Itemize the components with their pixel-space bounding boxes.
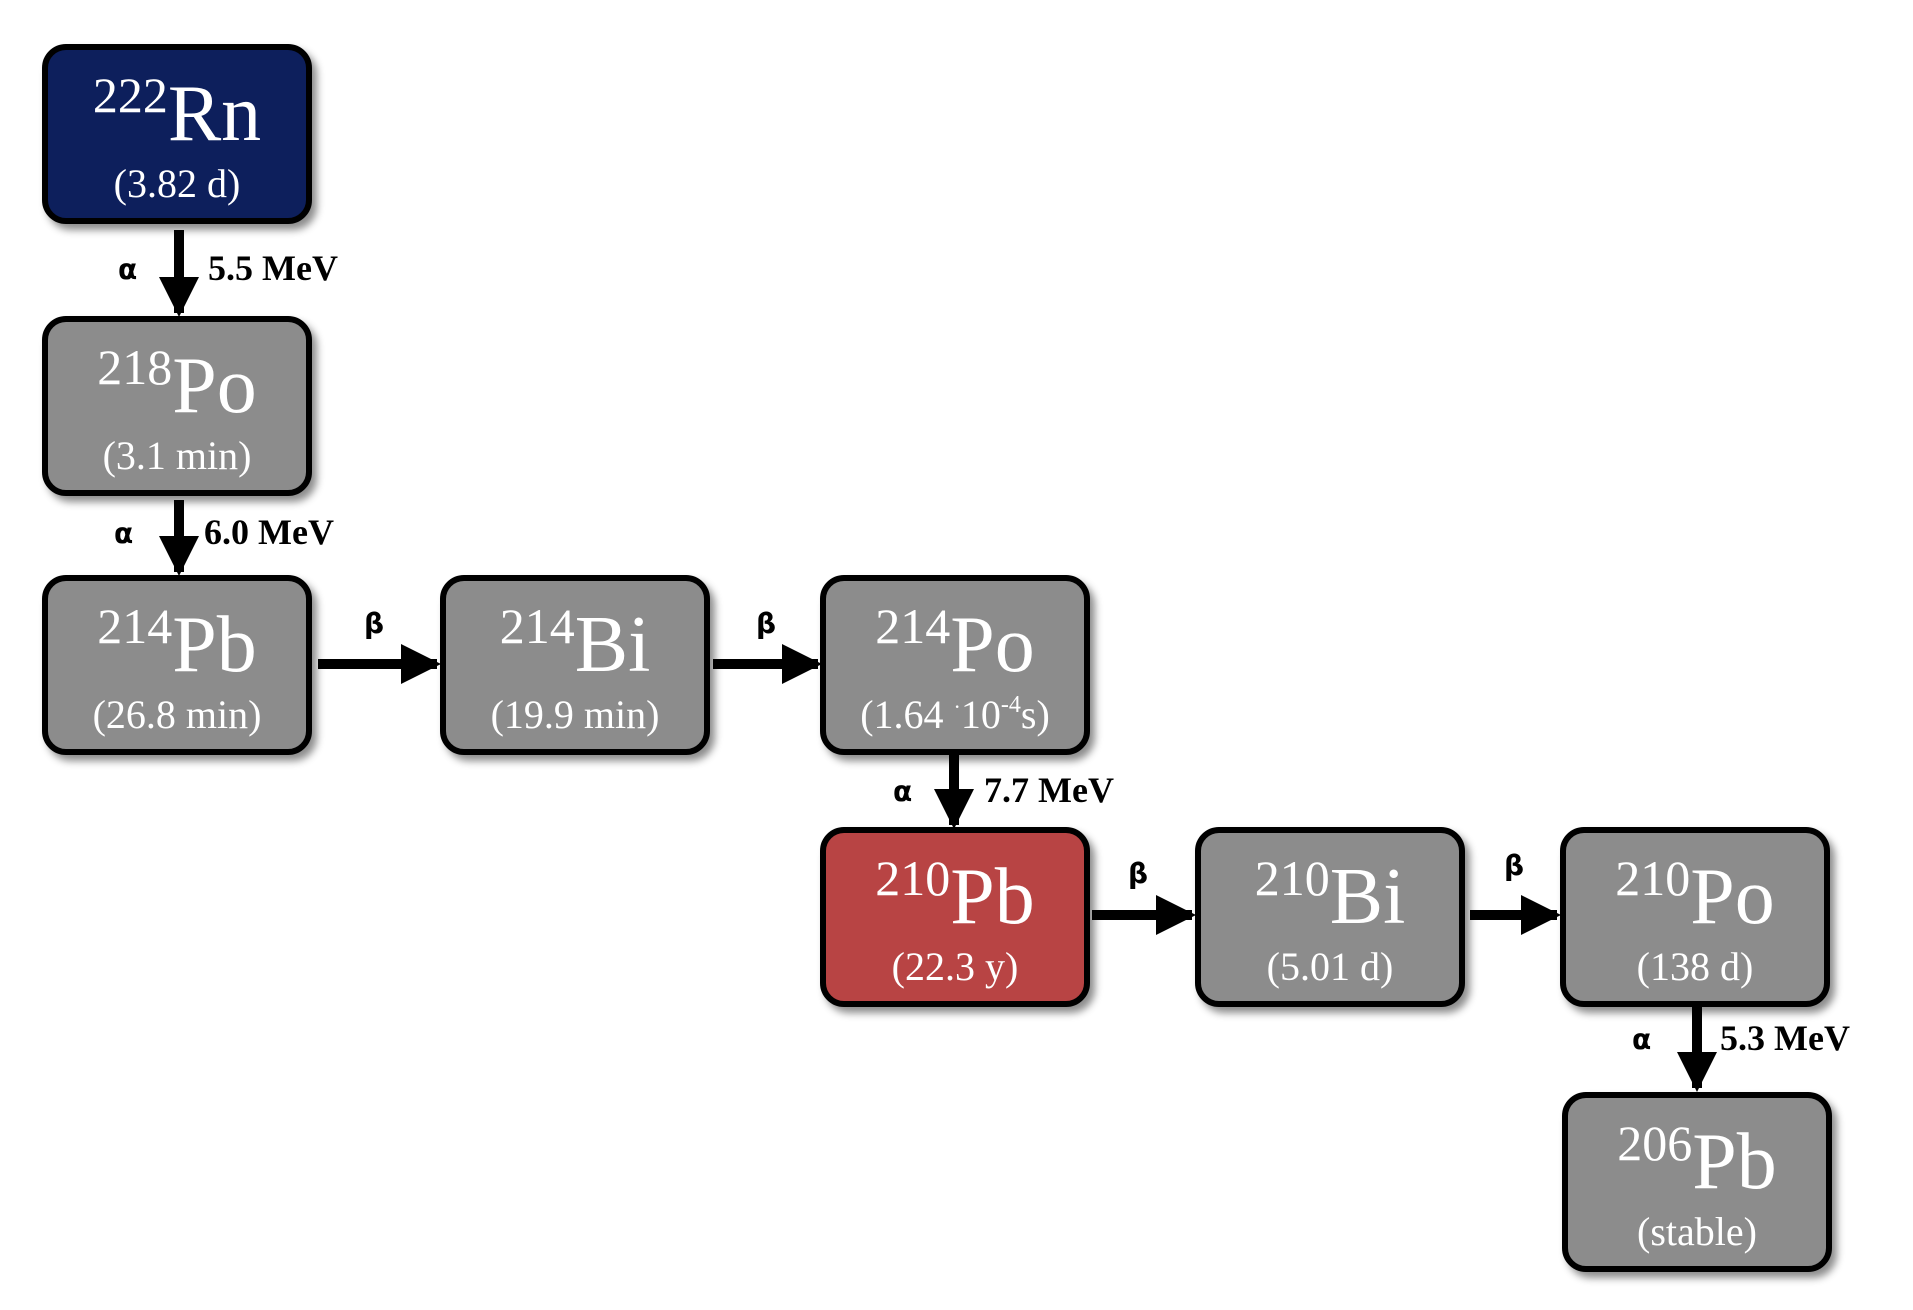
- decay-type-label: α: [1632, 1023, 1652, 1056]
- isotope-label: 214Po: [875, 598, 1035, 689]
- node-pb206: 206Pb (stable): [1562, 1092, 1832, 1272]
- node-po214: 214Po (1.64 ·10-4s): [820, 575, 1090, 755]
- half-life: (3.82 d): [113, 161, 241, 206]
- half-life: (1.64 ·10-4s): [860, 692, 1050, 737]
- decay-type-label: β: [364, 607, 385, 640]
- isotope-label: 222Rn: [92, 67, 262, 158]
- node-rn222: 222Rn (3.82 d): [42, 44, 312, 224]
- node-bi210: 210Bi (5.01 d): [1195, 827, 1465, 1007]
- decay-type-label: β: [756, 607, 777, 640]
- isotope-label: 210Bi: [1254, 850, 1406, 941]
- decay-type-label: β: [1504, 849, 1525, 882]
- isotope-label: 214Pb: [97, 598, 257, 689]
- node-pb210: 210Pb (22.3 y): [820, 827, 1090, 1007]
- decay-energy-label: 6.0 MeV: [204, 512, 334, 552]
- decay-energy-label: 5.5 MeV: [208, 248, 338, 288]
- half-life: (5.01 d): [1266, 944, 1394, 989]
- isotope-label: 218Po: [97, 339, 257, 430]
- isotope-label: 206Pb: [1617, 1115, 1777, 1206]
- decay-energy-label: 5.3 MeV: [1720, 1018, 1850, 1058]
- decay-type-label: α: [893, 775, 913, 808]
- half-life: (138 d): [1636, 944, 1754, 989]
- node-bi214: 214Bi (19.9 min): [440, 575, 710, 755]
- isotope-label: 214Bi: [499, 598, 651, 689]
- half-life: (3.1 min): [102, 433, 252, 478]
- half-life: (26.8 min): [92, 692, 262, 737]
- node-pb214: 214Pb (26.8 min): [42, 575, 312, 755]
- decay-type-label: α: [118, 253, 138, 286]
- isotope-label: 210Po: [1615, 850, 1775, 941]
- half-life: (22.3 y): [891, 944, 1019, 989]
- node-po210: 210Po (138 d): [1560, 827, 1830, 1007]
- decay-energy-label: 7.7 MeV: [984, 770, 1114, 810]
- isotope-label: 210Pb: [875, 850, 1035, 941]
- decay-type-label: α: [114, 517, 134, 550]
- decay-type-label: β: [1128, 857, 1149, 890]
- node-po218: 218Po (3.1 min): [42, 316, 312, 496]
- half-life: (stable): [1637, 1209, 1757, 1254]
- half-life: (19.9 min): [490, 692, 660, 737]
